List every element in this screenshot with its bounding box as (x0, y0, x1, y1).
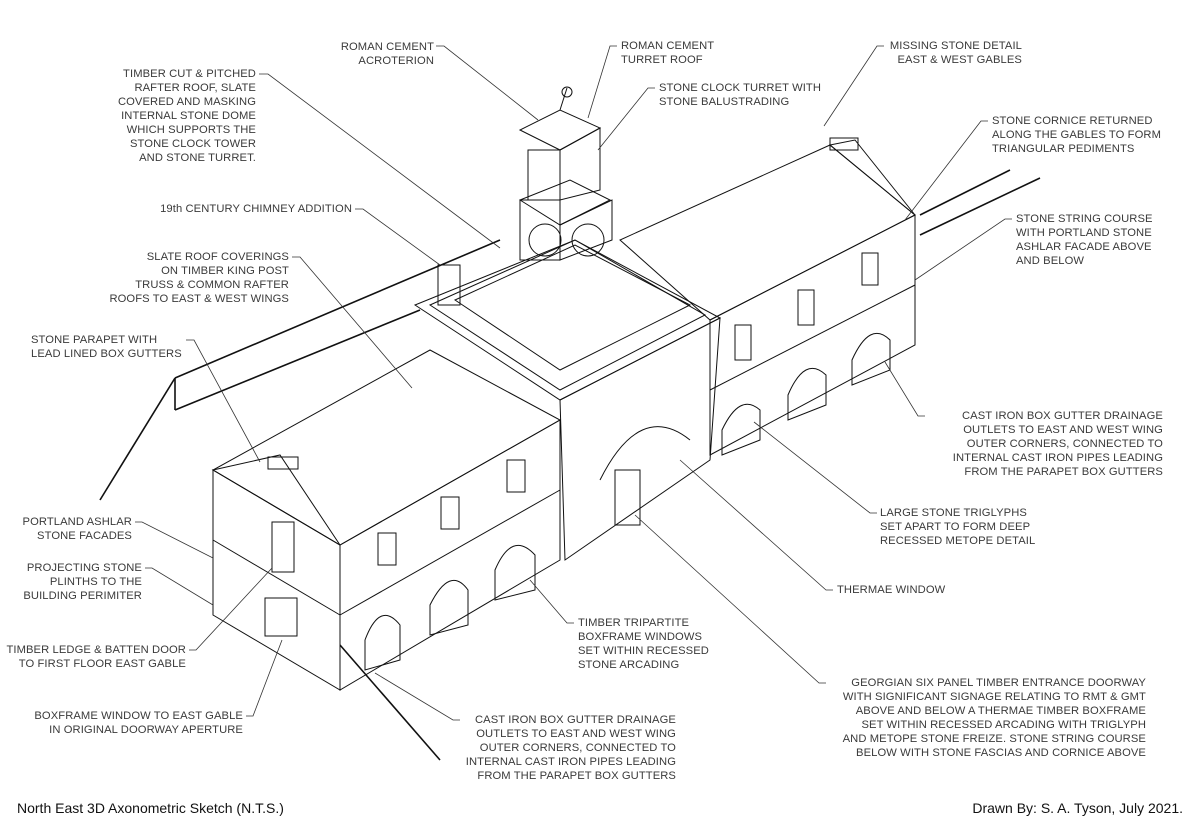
annotation-line: TRUSS & COMMON RAFTER (135, 279, 289, 291)
east-wing (619, 137, 916, 456)
annotation-line: OUTLETS TO EAST AND WEST WING (476, 728, 676, 740)
annotation-tripartite: TIMBER TRIPARTITE BOXFRAME WINDOWS SET W… (578, 616, 709, 672)
annotation-missing-detail: MISSING STONE DETAIL EAST & WEST GABLES (890, 39, 1022, 67)
annotation-line: OUTLETS TO EAST AND WEST WING (963, 424, 1163, 436)
annotation-line: AND METOPE STONE FREIZE. STONE STRING CO… (842, 733, 1146, 745)
drawing-title: North East 3D Axonometric Sketch (N.T.S.… (17, 800, 284, 816)
annotation-line: CAST IRON BOX GUTTER DRAINAGE (962, 410, 1163, 422)
annotation-line: EAST & WEST GABLES (897, 54, 1022, 66)
annotation-line: SET WITHIN RECESSED (578, 645, 709, 657)
annotation-line: BOXFRAME WINDOW TO EAST GABLE (34, 710, 243, 722)
annotation-triglyphs: LARGE STONE TRIGLYPHS SET APART TO FORM … (880, 506, 1035, 548)
annotation-line: IN ORIGINAL DOORWAY APERTURE (49, 724, 243, 736)
annotation-line: ALONG THE GABLES TO FORM (992, 129, 1162, 141)
annotation-line: 19th CENTURY CHIMNEY ADDITION (160, 203, 352, 215)
annotation-line: PORTLAND ASHLAR (22, 516, 132, 528)
annotation-line: FROM THE PARAPET BOX GUTTERS (477, 770, 676, 782)
annotation-line: WHICH SUPPORTS THE (126, 124, 256, 136)
annotation-line: STONE CLOCK TOWER (129, 138, 256, 150)
annotation-ashlar: PORTLAND ASHLAR STONE FACADES (23, 515, 132, 543)
annotation-line: ON TIMBER KING POST (161, 265, 289, 277)
west-wing (211, 349, 562, 691)
annotation-chimney: 19th CENTURY CHIMNEY ADDITION (160, 202, 352, 216)
annotation-line: STONE CLOCK TURRET WITH (659, 82, 822, 94)
annotation-line: RAFTER ROOF, SLATE (134, 82, 256, 94)
annotation-line: STONE CORNICE RETURNED (992, 115, 1153, 127)
annotation-line: BELOW WITH STONE FASCIAS AND CORNICE ABO… (856, 747, 1146, 759)
annotation-line: LEAD LINED BOX GUTTERS (31, 348, 182, 360)
annotation-line: OUTER CORNERS, CONNECTED TO (479, 742, 676, 754)
annotation-line: COVERED AND MASKING (117, 96, 256, 108)
annotation-clock-turret: STONE CLOCK TURRET WITH STONE BALUSTRADI… (659, 81, 821, 109)
annotation-line: WITH SIGNIFICANT SIGNAGE RELATING TO RMT… (842, 691, 1146, 703)
annotation-turret-roof: ROMAN CEMENT TURRET ROOF (621, 39, 714, 67)
annotation-line: TRIANGULAR PEDIMENTS (992, 143, 1135, 155)
annotation-line: CAST IRON BOX GUTTER DRAINAGE (475, 714, 676, 726)
annotation-line: INTERNAL CAST IRON PIPES LEADING (952, 452, 1163, 464)
annotation-line: ASHLAR FACADE ABOVE (1016, 241, 1152, 253)
annotation-line: STONE FACADES (37, 530, 132, 542)
annotation-line: ABOVE AND BELOW A THERMAE TIMBER BOXFRAM… (855, 705, 1146, 717)
annotation-line: BOXFRAME WINDOWS (578, 631, 703, 643)
annotation-gutter-right: CAST IRON BOX GUTTER DRAINAGE OUTLETS TO… (953, 409, 1163, 479)
windows (264, 252, 891, 671)
annotation-line: GEORGIAN SIX PANEL TIMBER ENTRANCE DOORW… (851, 677, 1146, 689)
leader-lines (135, 45, 1012, 721)
annotation-line: ROMAN CEMENT (340, 41, 434, 53)
annotation-slate-roof: SLATE ROOF COVERINGS ON TIMBER KING POST… (109, 250, 289, 306)
annotation-line: TIMBER TRIPARTITE (578, 617, 690, 629)
annotation-line: ACROTERION (358, 55, 434, 67)
annotation-ledge-door: TIMBER LEDGE & BATTEN DOOR TO FIRST FLOO… (6, 643, 186, 671)
annotation-line: STONE BALUSTRADING (659, 96, 790, 108)
annotation-line: LARGE STONE TRIGLYPHS (880, 507, 1027, 519)
annotation-line: TURRET ROOF (621, 54, 703, 66)
annotation-line: MISSING STONE DETAIL (889, 40, 1022, 52)
annotation-line: PROJECTING STONE (26, 562, 142, 574)
annotation-line: BUILDING PERIMITER (23, 590, 142, 602)
annotation-line: TO FIRST FLOOR EAST GABLE (18, 658, 186, 670)
central-block (413, 239, 722, 561)
annotation-line: THERMAE WINDOW (837, 584, 946, 596)
annotation-line: STONE ARCADING (578, 659, 680, 671)
annotation-line: INTERNAL CAST IRON PIPES LEADING (465, 756, 676, 768)
ground-lines (99, 169, 1041, 761)
annotation-line: TIMBER CUT & PITCHED (123, 68, 256, 80)
drawing-credit: Drawn By: S. A. Tyson, July 2021. (972, 800, 1183, 816)
annotation-line: FROM THE PARAPET BOX GUTTERS (964, 466, 1163, 478)
chimney (437, 264, 461, 306)
annotation-thermae: THERMAE WINDOW (837, 583, 945, 597)
annotation-line: AND BELOW (1016, 255, 1085, 267)
annotation-line: INTERNAL STONE DOME (121, 110, 256, 122)
annotation-line: SET WITHIN RECESSED ARCADING WITH TRIGLY… (861, 719, 1146, 731)
annotation-parapet: STONE PARAPET WITH LEAD LINED BOX GUTTER… (31, 333, 182, 361)
annotation-line: PLINTHS TO THE (49, 576, 142, 588)
annotation-line: OUTER CORNERS, CONNECTED TO (966, 438, 1163, 450)
annotation-line: STONE STRING COURSE (1016, 213, 1153, 225)
annotation-line: RECESSED METOPE DETAIL (880, 535, 1036, 547)
annotation-boxframe: BOXFRAME WINDOW TO EAST GABLE IN ORIGINA… (34, 709, 243, 737)
annotation-line: SLATE ROOF COVERINGS (146, 251, 289, 263)
annotation-timber-roof: TIMBER CUT & PITCHED RAFTER ROOF, SLATE … (118, 67, 256, 165)
clock-tower (518, 86, 613, 261)
annotation-line: SET APART TO FORM DEEP (880, 521, 1031, 533)
annotation-line: ROOFS TO EAST & WEST WINGS (109, 293, 289, 305)
annotation-string-course: STONE STRING COURSE WITH PORTLAND STONE … (1016, 212, 1153, 268)
annotation-line: STONE PARAPET WITH (31, 334, 158, 346)
annotation-line: TIMBER LEDGE & BATTEN DOOR (6, 644, 186, 656)
annotation-plinths: PROJECTING STONE PLINTHS TO THE BUILDING… (23, 561, 142, 603)
annotation-line: ROMAN CEMENT (621, 40, 715, 52)
annotation-line: AND STONE TURRET. (139, 152, 256, 164)
annotation-cornice: STONE CORNICE RETURNED ALONG THE GABLES … (992, 114, 1161, 156)
annotation-line: WITH PORTLAND STONE (1016, 227, 1152, 239)
annotation-acroterion: ROMAN CEMENT ACROTERION (341, 40, 434, 68)
annotation-gutter-bottom: CAST IRON BOX GUTTER DRAINAGE OUTLETS TO… (466, 713, 676, 783)
annotation-georgian: GEORGIAN SIX PANEL TIMBER ENTRANCE DOORW… (843, 676, 1146, 760)
